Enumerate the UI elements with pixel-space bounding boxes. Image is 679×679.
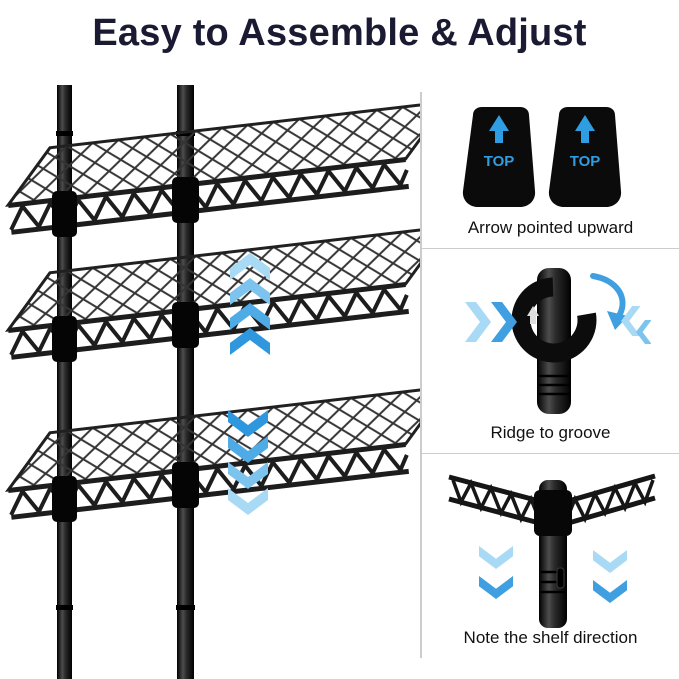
page-title: Easy to Assemble & Adjust — [92, 12, 587, 54]
pole-icon — [536, 267, 571, 414]
vertical-divider — [420, 92, 422, 658]
panel-shelf-direction: Note the shelf direction — [422, 454, 679, 658]
panel-caption: Arrow pointed upward — [467, 217, 634, 237]
panel-caption: Ridge to groove — [490, 422, 611, 442]
shelf-corner-icon — [447, 473, 656, 628]
top-label: TOP — [569, 153, 600, 170]
panel-caption: Note the shelf direction — [463, 628, 638, 647]
right-chevrons-icon — [464, 301, 517, 342]
up-arrow-icon — [488, 114, 595, 143]
panel-ridge-to-groove: Ridge to groove — [422, 249, 679, 452]
clip-ring — [511, 277, 596, 363]
shelving-unit-illustration — [0, 85, 420, 679]
instruction-panels: TOP TOP Arrow pointed upward — [422, 90, 679, 658]
panel-arrow-upward: TOP TOP Arrow pointed upward — [422, 90, 679, 248]
pole-sleeve-icon: TOP TOP — [462, 106, 621, 207]
horizontal-divider — [422, 247, 679, 250]
horizontal-divider — [422, 452, 679, 454]
shelf-clip-icon — [464, 267, 651, 414]
corner-sleeve — [533, 490, 572, 536]
top-label: TOP — [483, 153, 514, 170]
right-truss — [562, 473, 656, 527]
corner-sleeves — [52, 177, 199, 522]
rotate-arrow-icon — [589, 272, 628, 330]
left-truss — [447, 474, 544, 527]
left-chevrons-icon — [620, 305, 651, 344]
